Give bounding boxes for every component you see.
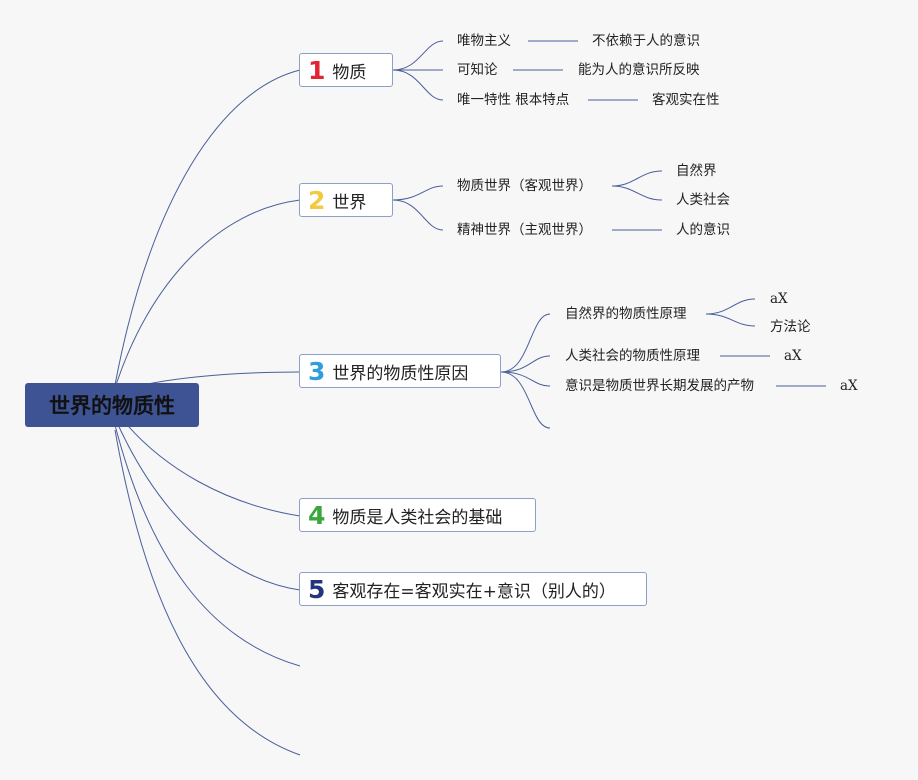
b3-item-3-leaf[interactable]: aX xyxy=(840,378,858,394)
b3-item-1-leaf-2[interactable]: 方法论 xyxy=(770,319,811,335)
branch-3-number: 3 xyxy=(308,356,326,386)
connector-root-b5 xyxy=(114,417,301,591)
b1-item-3[interactable]: 唯一特性 根本特点 xyxy=(457,92,570,108)
branch-3-label: 世界的物质性原因 xyxy=(332,363,469,384)
branch-1-node[interactable]: 1 物质 xyxy=(299,53,393,87)
branch-5-node[interactable]: 5 客观存在=客观实在+意识（别人的） xyxy=(299,572,647,606)
b3-item-3[interactable]: 意识是物质世界长期发展的产物 xyxy=(565,378,754,394)
b3-item-2-leaf[interactable]: aX xyxy=(784,348,802,364)
connector-root-b2 xyxy=(114,199,301,389)
connector-b1-c1 xyxy=(392,40,444,71)
b1-item-3-leaf[interactable]: 客观实在性 xyxy=(652,92,720,108)
branch-3-node[interactable]: 3 世界的物质性原因 xyxy=(299,354,501,388)
connector-root-b4 xyxy=(114,409,301,517)
b2-item-1-leaf-1[interactable]: 自然界 xyxy=(676,163,717,179)
branch-4-label: 物质是人类社会的基础 xyxy=(332,507,503,528)
b3-item-1[interactable]: 自然界的物质性原理 xyxy=(565,306,687,322)
b3-item-1-leaf-1[interactable]: aX xyxy=(770,291,788,307)
b2-item-2[interactable]: 精神世界（主观世界） xyxy=(457,222,592,238)
connector-root-b1 xyxy=(114,69,301,386)
root-node[interactable]: 世界的物质性 xyxy=(25,383,199,427)
b1-item-1-leaf[interactable]: 不依赖于人的意识 xyxy=(592,33,700,49)
branch-4-node[interactable]: 4 物质是人类社会的基础 xyxy=(299,498,536,532)
branch-2-number: 2 xyxy=(308,185,326,215)
connector-root-empty1 xyxy=(114,424,301,667)
b1-item-2-leaf[interactable]: 能为人的意识所反映 xyxy=(578,62,700,78)
branch-4-number: 4 xyxy=(308,500,326,530)
connector-root-empty2 xyxy=(114,429,301,756)
b1-item-1[interactable]: 唯物主义 xyxy=(457,33,511,49)
b2-item-1-leaf-2[interactable]: 人类社会 xyxy=(676,192,730,208)
branch-5-number: 5 xyxy=(308,574,326,604)
branch-1-label: 物质 xyxy=(332,62,367,83)
branch-2-label: 世界 xyxy=(332,192,367,213)
b2-item-1[interactable]: 物质世界（客观世界） xyxy=(457,178,592,194)
branch-2-node[interactable]: 2 世界 xyxy=(299,183,393,217)
b3-item-2[interactable]: 人类社会的物质性原理 xyxy=(565,348,700,364)
b1-item-2[interactable]: 可知论 xyxy=(457,62,498,78)
branch-5-label: 客观存在=客观实在+意识（别人的） xyxy=(332,581,616,602)
branch-1-number: 1 xyxy=(308,55,326,85)
b2-item-2-leaf[interactable]: 人的意识 xyxy=(676,222,730,238)
